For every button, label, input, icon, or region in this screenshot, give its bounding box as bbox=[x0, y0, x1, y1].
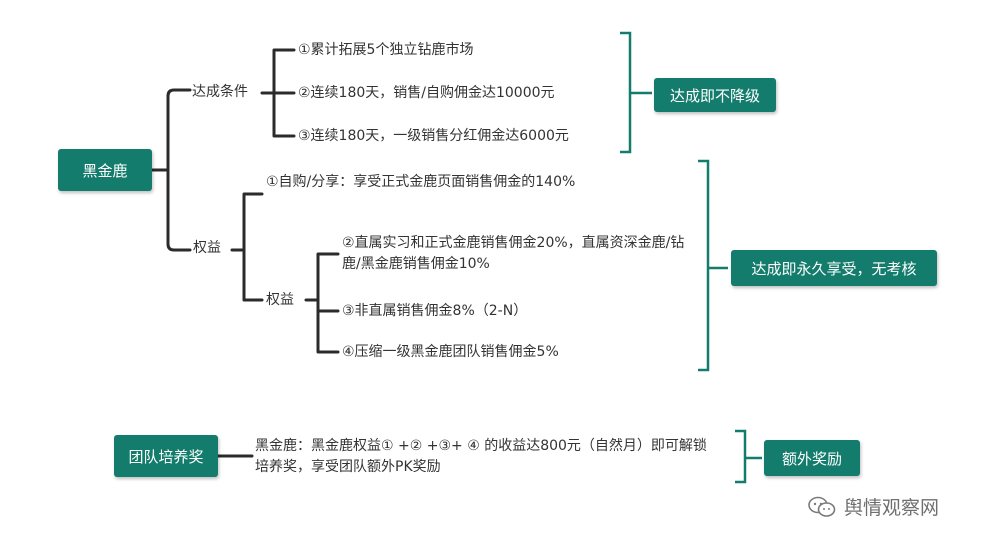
root-label: 黑金鹿 bbox=[82, 161, 128, 180]
bracket-benefits bbox=[698, 159, 728, 372]
watermark: 舆情观察网 bbox=[808, 493, 939, 520]
branch-benefits-connector bbox=[166, 94, 192, 252]
team-result-label: 额外奖励 bbox=[781, 449, 842, 468]
root-node: 黑金鹿 bbox=[58, 149, 152, 191]
bracket-team bbox=[735, 429, 762, 484]
condition-item-3: ③连续180天，一级销售分红佣金达6000元 bbox=[298, 126, 569, 146]
benefit-item-4: ④压缩一级黑金鹿团队销售佣金5% bbox=[342, 342, 559, 362]
bracket-conditions bbox=[620, 31, 652, 154]
conditions-result-node: 达成即不降级 bbox=[654, 78, 776, 112]
benefit-item-2: ②直属实习和正式金鹿销售佣金20%，直属资深金鹿/钻鹿/黑金鹿销售佣金10% bbox=[342, 235, 685, 272]
benefits-fan bbox=[242, 192, 264, 302]
benefits-result-label: 达成即永久享受，无考核 bbox=[751, 259, 917, 278]
benefit-item-3: ③非直属销售佣金8%（2-N） bbox=[342, 301, 528, 321]
conditions-result-label: 达成即不降级 bbox=[669, 86, 760, 105]
watermark-text: 舆情观察网 bbox=[844, 497, 940, 519]
sub-benefits-label: 权益 bbox=[266, 290, 294, 310]
wechat-icon bbox=[808, 496, 836, 517]
conditions-label: 达成条件 bbox=[192, 82, 248, 102]
conditions-fan bbox=[272, 48, 296, 138]
benefit-item-1: ①自购/分享：享受正式金鹿页面销售佣金的140% bbox=[266, 174, 576, 190]
sub-benefits-fan bbox=[316, 252, 340, 354]
branch-conditions-connector bbox=[166, 88, 192, 98]
team-award-node: 团队培养奖 bbox=[114, 435, 218, 477]
benefits-result-node: 达成即永久享受，无考核 bbox=[731, 250, 937, 286]
team-award-text: 黑金鹿：黑金鹿权益① +② +③+ ④ 的收益达800元（自然月）即可解锁培养奖… bbox=[255, 438, 707, 475]
benefits-label: 权益 bbox=[193, 238, 221, 258]
team-award-label: 团队培养奖 bbox=[128, 447, 204, 466]
condition-item-2: ②连续180天，销售/自购佣金达10000元 bbox=[298, 83, 555, 103]
condition-item-1: ①累计拓展5个独立钻鹿市场 bbox=[298, 40, 474, 60]
team-result-node: 额外奖励 bbox=[764, 440, 860, 476]
